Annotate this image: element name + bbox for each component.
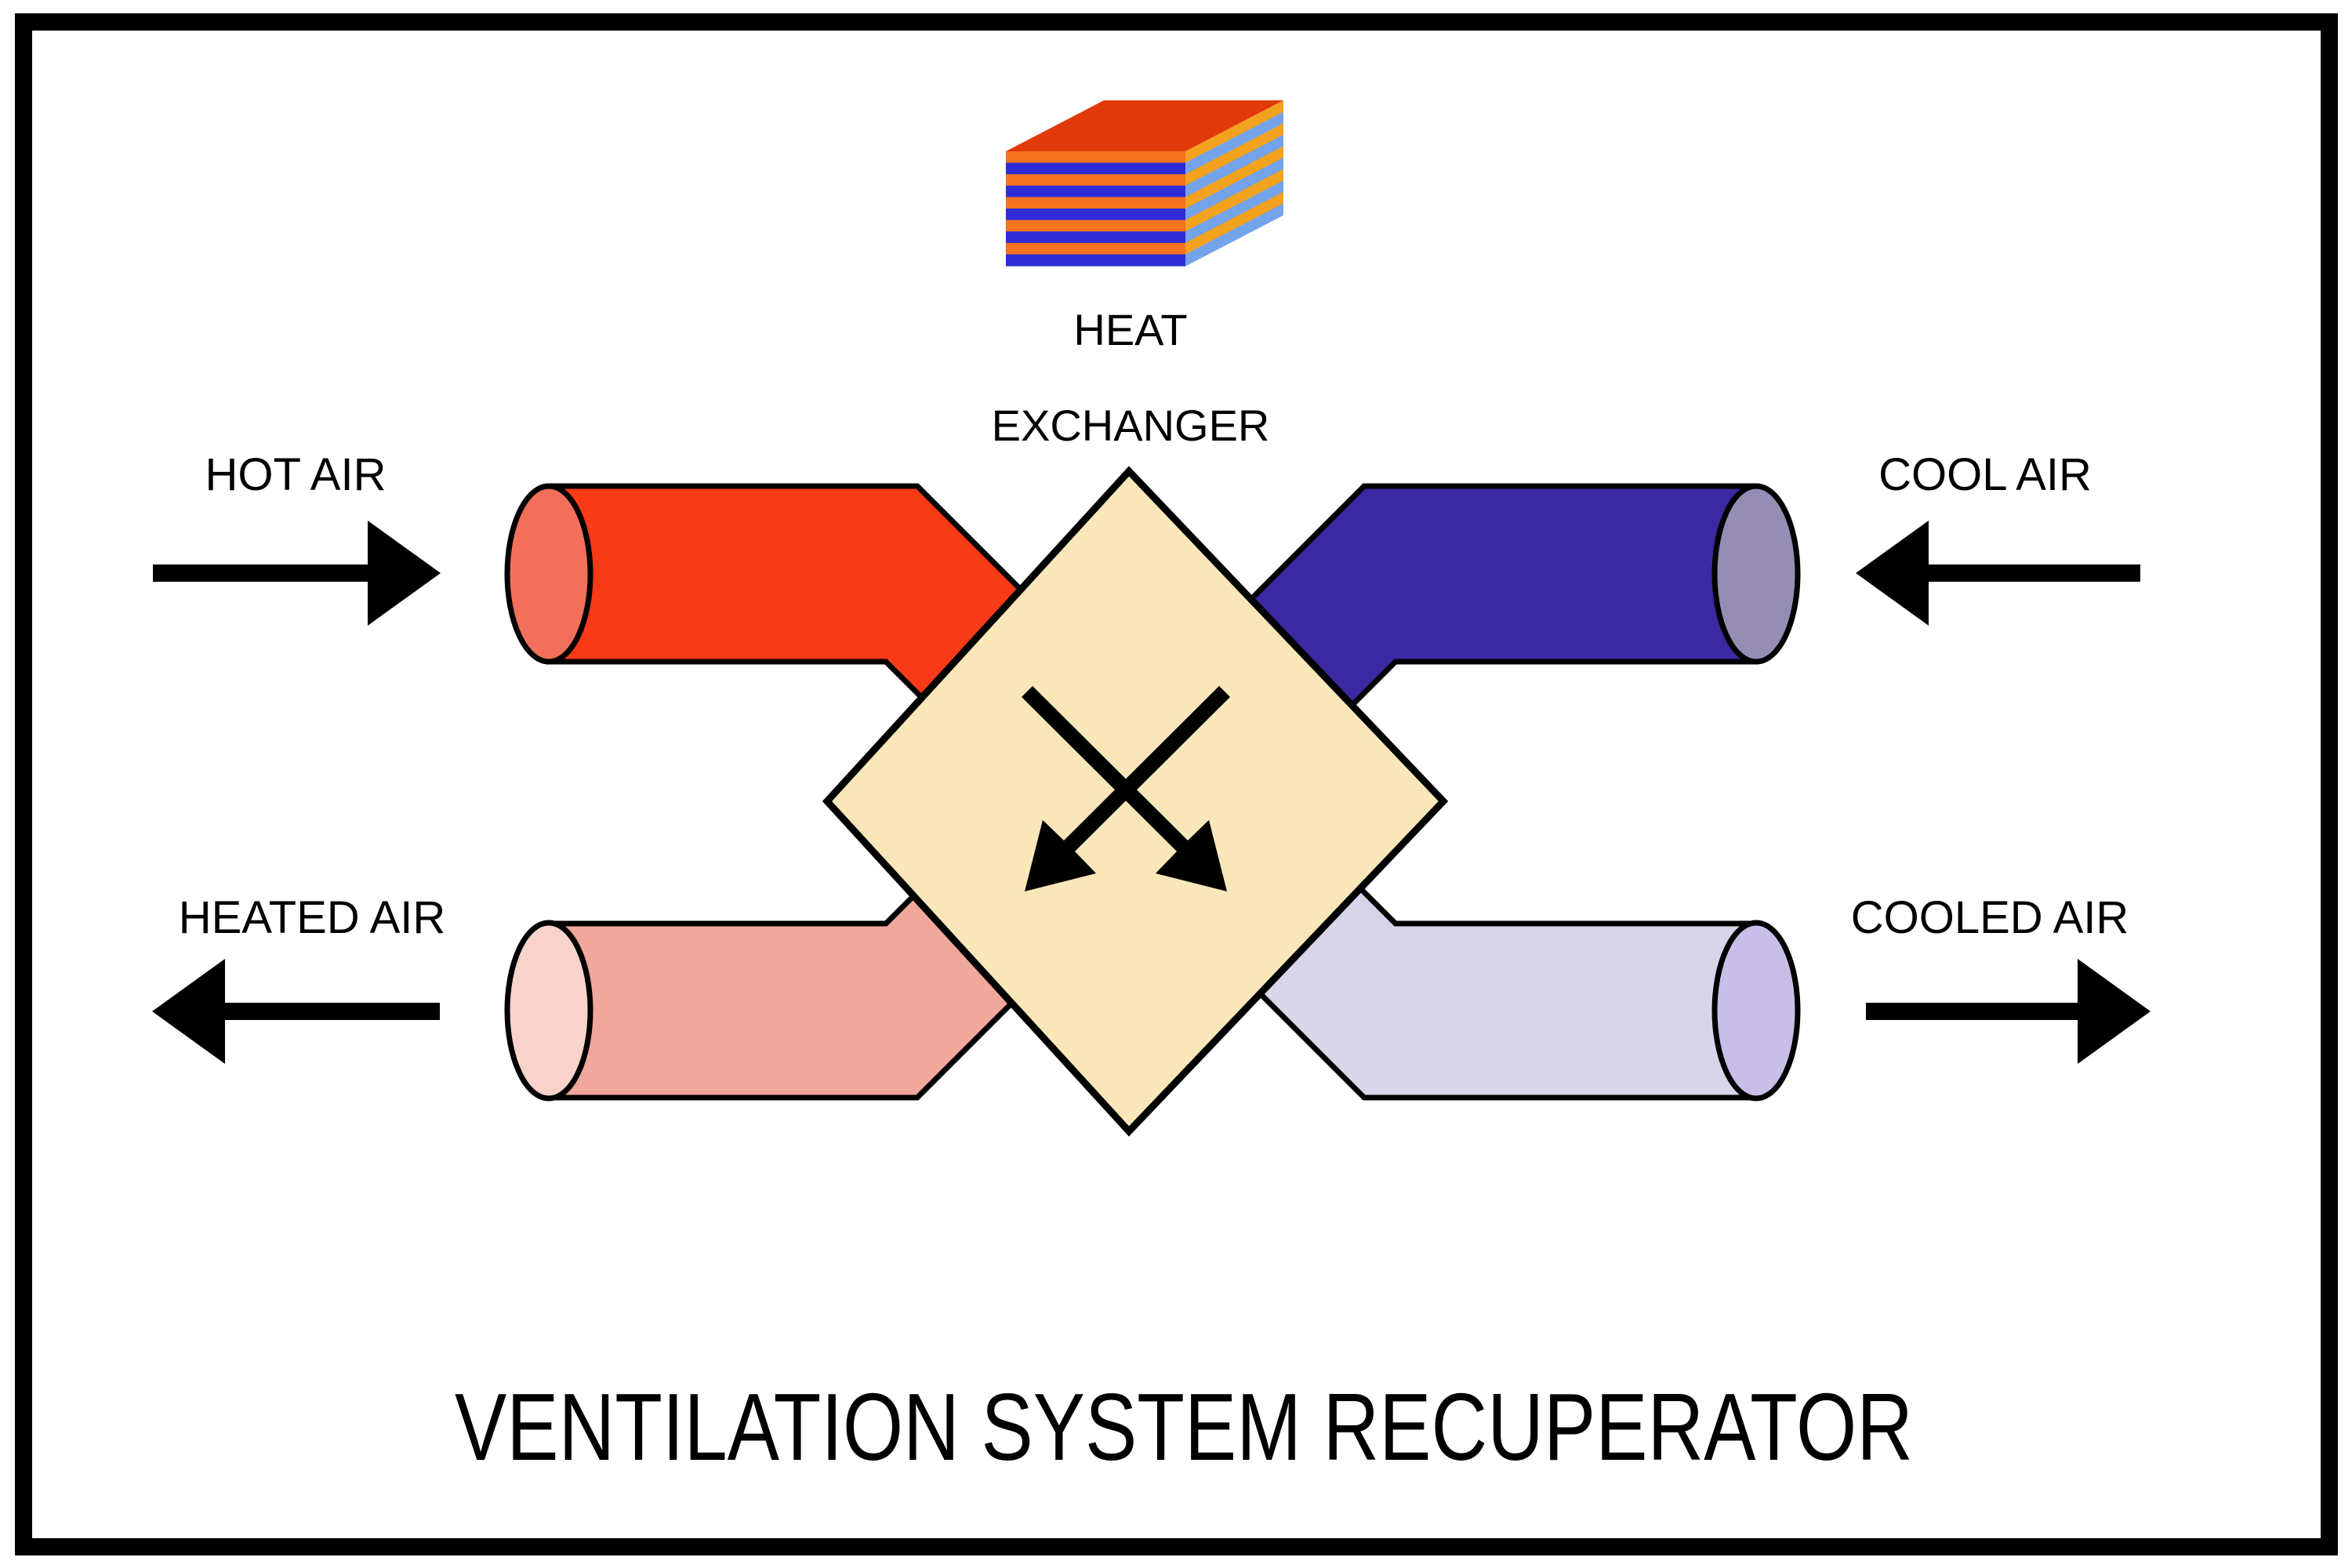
- heat-exchanger-front-stripe: [1006, 231, 1185, 244]
- frame-border: [15, 13, 2338, 1555]
- cooled-air-pipe-cap: [1711, 920, 1801, 1102]
- heat-exchanger-top-face-icon: [1006, 100, 1283, 151]
- heat-exchanger-label-line2: EXCHANGER: [992, 401, 1270, 450]
- heat-exchanger-side-stripe: [1185, 146, 1283, 209]
- heat-exchanger-side-stripe: [1185, 111, 1283, 175]
- heat-exchanger-front-stripe: [1006, 254, 1185, 267]
- heated-air-pipe-cap: [504, 920, 593, 1102]
- heat-exchanger-front-stripe: [1006, 197, 1185, 209]
- crossflow-down-left-arrow-icon: [1025, 686, 1230, 891]
- heat-exchanger-front-layers-icon: [1006, 151, 1185, 267]
- heat-exchanger-front-stripe: [1006, 151, 1185, 164]
- hot-air-pipe-cap: [504, 483, 593, 665]
- heat-exchanger-front-stripe: [1006, 174, 1185, 187]
- heat-exchanger-side-stripe: [1185, 123, 1283, 187]
- heat-exchanger-side-layers-icon: [1185, 100, 1283, 267]
- heat-exchanger-front-stripe: [1006, 220, 1185, 232]
- heat-exchanger-front-stripe: [1006, 242, 1185, 255]
- heated-air-left-arrow-icon: [152, 959, 440, 1064]
- cooled-air-label: COOLED AIR: [1851, 892, 2129, 943]
- heat-exchanger-front-stripe: [1006, 185, 1185, 198]
- heat-exchanger-side-stripe: [1185, 158, 1283, 221]
- heat-exchanger-side-stripe: [1185, 134, 1283, 198]
- heat-exchanger-side-stripe: [1185, 169, 1283, 232]
- heat-exchanger-front-stripe: [1006, 209, 1185, 221]
- heat-exchanger-side-stripe: [1185, 191, 1283, 255]
- cooled-air-right-arrow-icon: [1866, 959, 2151, 1064]
- heated-air-label: HEATED AIR: [179, 892, 446, 943]
- heat-exchanger-side-stripe: [1185, 100, 1283, 164]
- heat-exchanger-side-stripe: [1185, 180, 1283, 244]
- cool-air-label: COOL AIR: [1878, 449, 2092, 500]
- cool-air-left-arrow-icon: [1856, 521, 2140, 626]
- heat-exchanger-front-stripe: [1006, 162, 1185, 175]
- heat-exchanger-side-stripe: [1185, 203, 1283, 267]
- cool-air-pipe-cap: [1711, 483, 1801, 665]
- heat-exchanger-label-line1: HEAT: [1073, 305, 1187, 354]
- heat-exchanger-icon: [1006, 100, 1283, 267]
- hot-air-right-arrow-icon: [153, 521, 441, 626]
- hot-air-label: HOT AIR: [205, 449, 387, 500]
- page-title: VENTILATION SYSTEM RECUPERATOR: [455, 1374, 1913, 1480]
